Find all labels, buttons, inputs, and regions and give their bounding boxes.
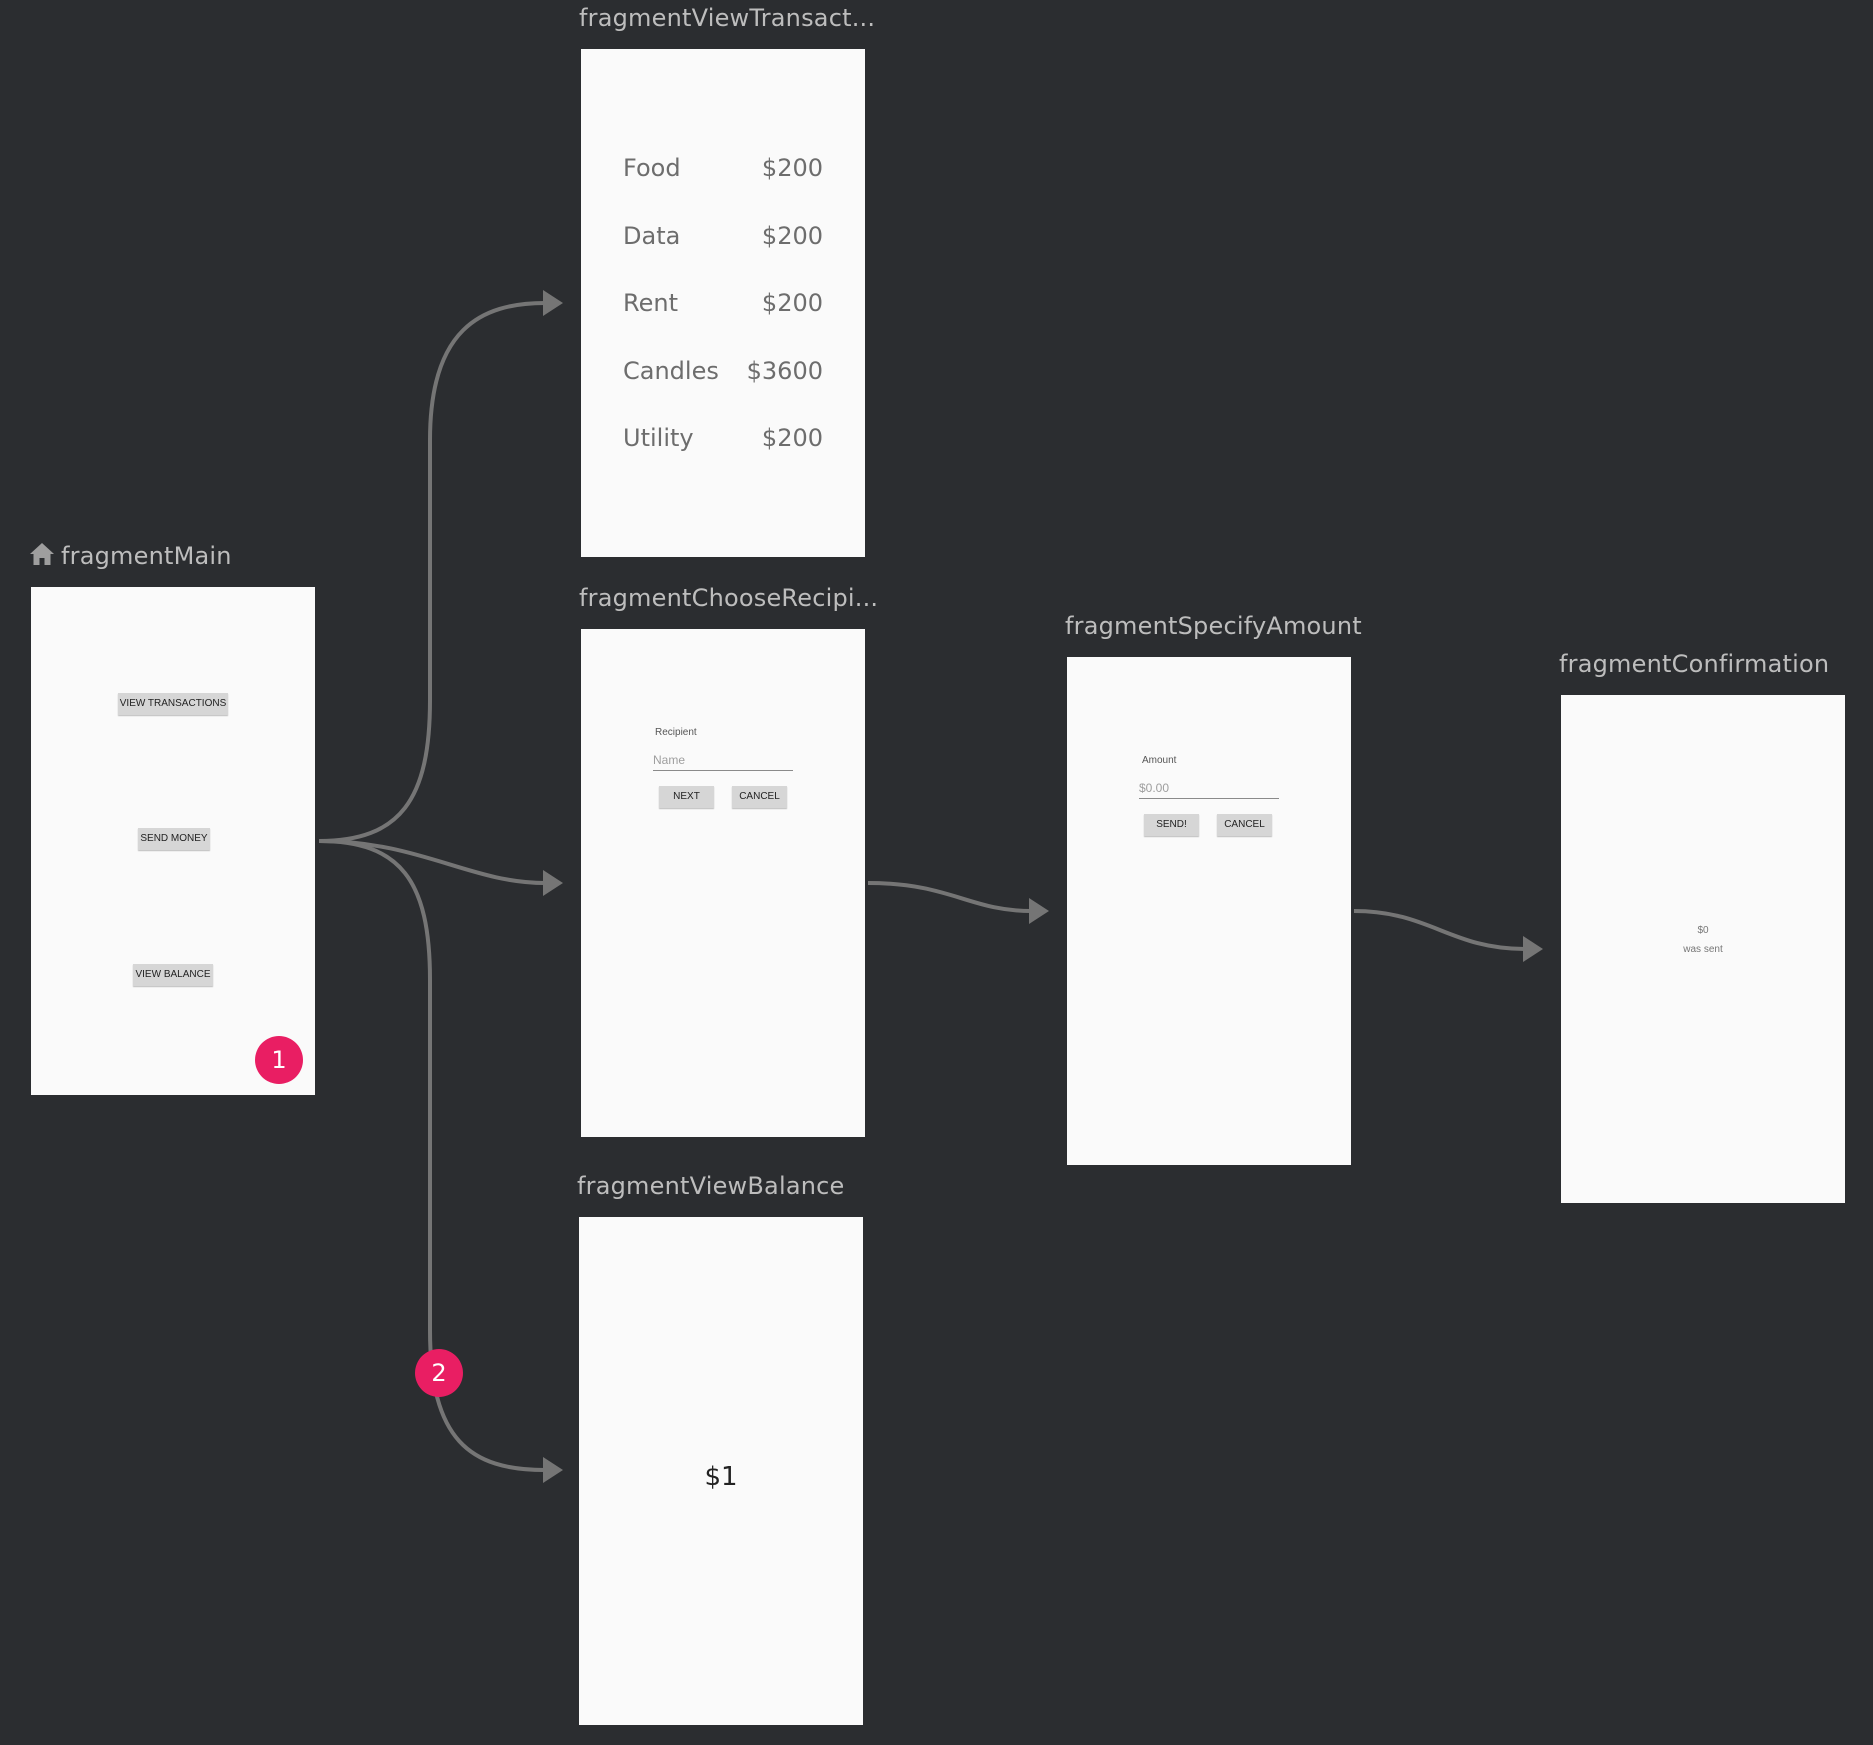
send-button[interactable]: SEND! bbox=[1144, 814, 1199, 836]
action-main-to-view-transactions[interactable] bbox=[318, 301, 546, 843]
cancel-button[interactable]: CANCEL bbox=[732, 786, 787, 808]
destination-title-specify-amount: fragmentSpecifyAmount bbox=[1065, 612, 1362, 640]
destination-title-view-balance: fragmentViewBalance bbox=[577, 1172, 845, 1200]
destination-specify-amount[interactable]: Amount $0.00 SEND! CANCEL bbox=[1067, 657, 1351, 1165]
balance-value: $1 bbox=[704, 1462, 738, 1492]
action-specify-amount-to-confirmation[interactable] bbox=[1353, 909, 1526, 951]
transaction-category: Candles bbox=[623, 357, 719, 385]
recipient-name-field[interactable]: Name bbox=[653, 753, 793, 771]
transaction-category: Rent bbox=[623, 289, 678, 317]
transaction-amount: $200 bbox=[761, 154, 823, 182]
transaction-amount: $200 bbox=[761, 222, 823, 250]
transaction-amount: $200 bbox=[761, 289, 823, 317]
transaction-category: Food bbox=[623, 154, 681, 182]
action-main-to-view-balance[interactable] bbox=[318, 839, 546, 1472]
action-choose-recipient-to-specify-amount[interactable] bbox=[867, 881, 1032, 913]
destination-title-main: fragmentMain bbox=[29, 542, 232, 572]
amount-label: Amount bbox=[1142, 755, 1177, 766]
confirmation-message: was sent bbox=[1683, 944, 1723, 955]
arrowhead-confirmation bbox=[1523, 936, 1543, 962]
arrowhead-specify-amount bbox=[1029, 898, 1049, 924]
arrowhead-choose-recipient bbox=[543, 870, 563, 896]
home-icon bbox=[29, 542, 55, 572]
arrowhead-view-transactions bbox=[543, 290, 563, 316]
destination-title-confirmation: fragmentConfirmation bbox=[1559, 650, 1830, 678]
transaction-category: Utility bbox=[623, 424, 694, 452]
destination-main[interactable]: VIEW TRANSACTIONS SEND MONEY VIEW BALANC… bbox=[31, 587, 315, 1095]
destination-title-choose-recipient: fragmentChooseRecipi... bbox=[579, 584, 879, 612]
transaction-amount: $3600 bbox=[746, 357, 823, 385]
arrowhead-view-balance bbox=[543, 1457, 563, 1483]
destination-title-main-text: fragmentMain bbox=[61, 542, 232, 570]
amount-field[interactable]: $0.00 bbox=[1139, 781, 1279, 799]
recipient-label: Recipient bbox=[655, 727, 697, 738]
action-main-to-choose-recipient[interactable] bbox=[318, 839, 546, 885]
view-balance-button[interactable]: VIEW BALANCE bbox=[133, 964, 213, 986]
destination-confirmation[interactable]: $0 was sent bbox=[1561, 695, 1845, 1203]
destination-choose-recipient[interactable]: Recipient Name NEXT CANCEL bbox=[581, 629, 865, 1137]
transaction-category: Data bbox=[623, 222, 681, 250]
send-money-button[interactable]: SEND MONEY bbox=[138, 828, 210, 850]
cancel-button[interactable]: CANCEL bbox=[1217, 814, 1272, 836]
destination-title-view-transactions: fragmentViewTransact... bbox=[579, 4, 876, 32]
destination-view-balance[interactable]: $1 bbox=[579, 1217, 863, 1725]
transaction-amount: $200 bbox=[761, 424, 823, 452]
badge-2: 2 bbox=[415, 1349, 463, 1397]
badge-1: 1 bbox=[255, 1036, 303, 1084]
view-transactions-button[interactable]: VIEW TRANSACTIONS bbox=[118, 693, 228, 715]
confirmation-amount: $0 bbox=[1697, 925, 1709, 936]
next-button[interactable]: NEXT bbox=[659, 786, 714, 808]
destination-view-transactions[interactable]: Food $200 Data $200 Rent $200 Candles $3… bbox=[581, 49, 865, 557]
